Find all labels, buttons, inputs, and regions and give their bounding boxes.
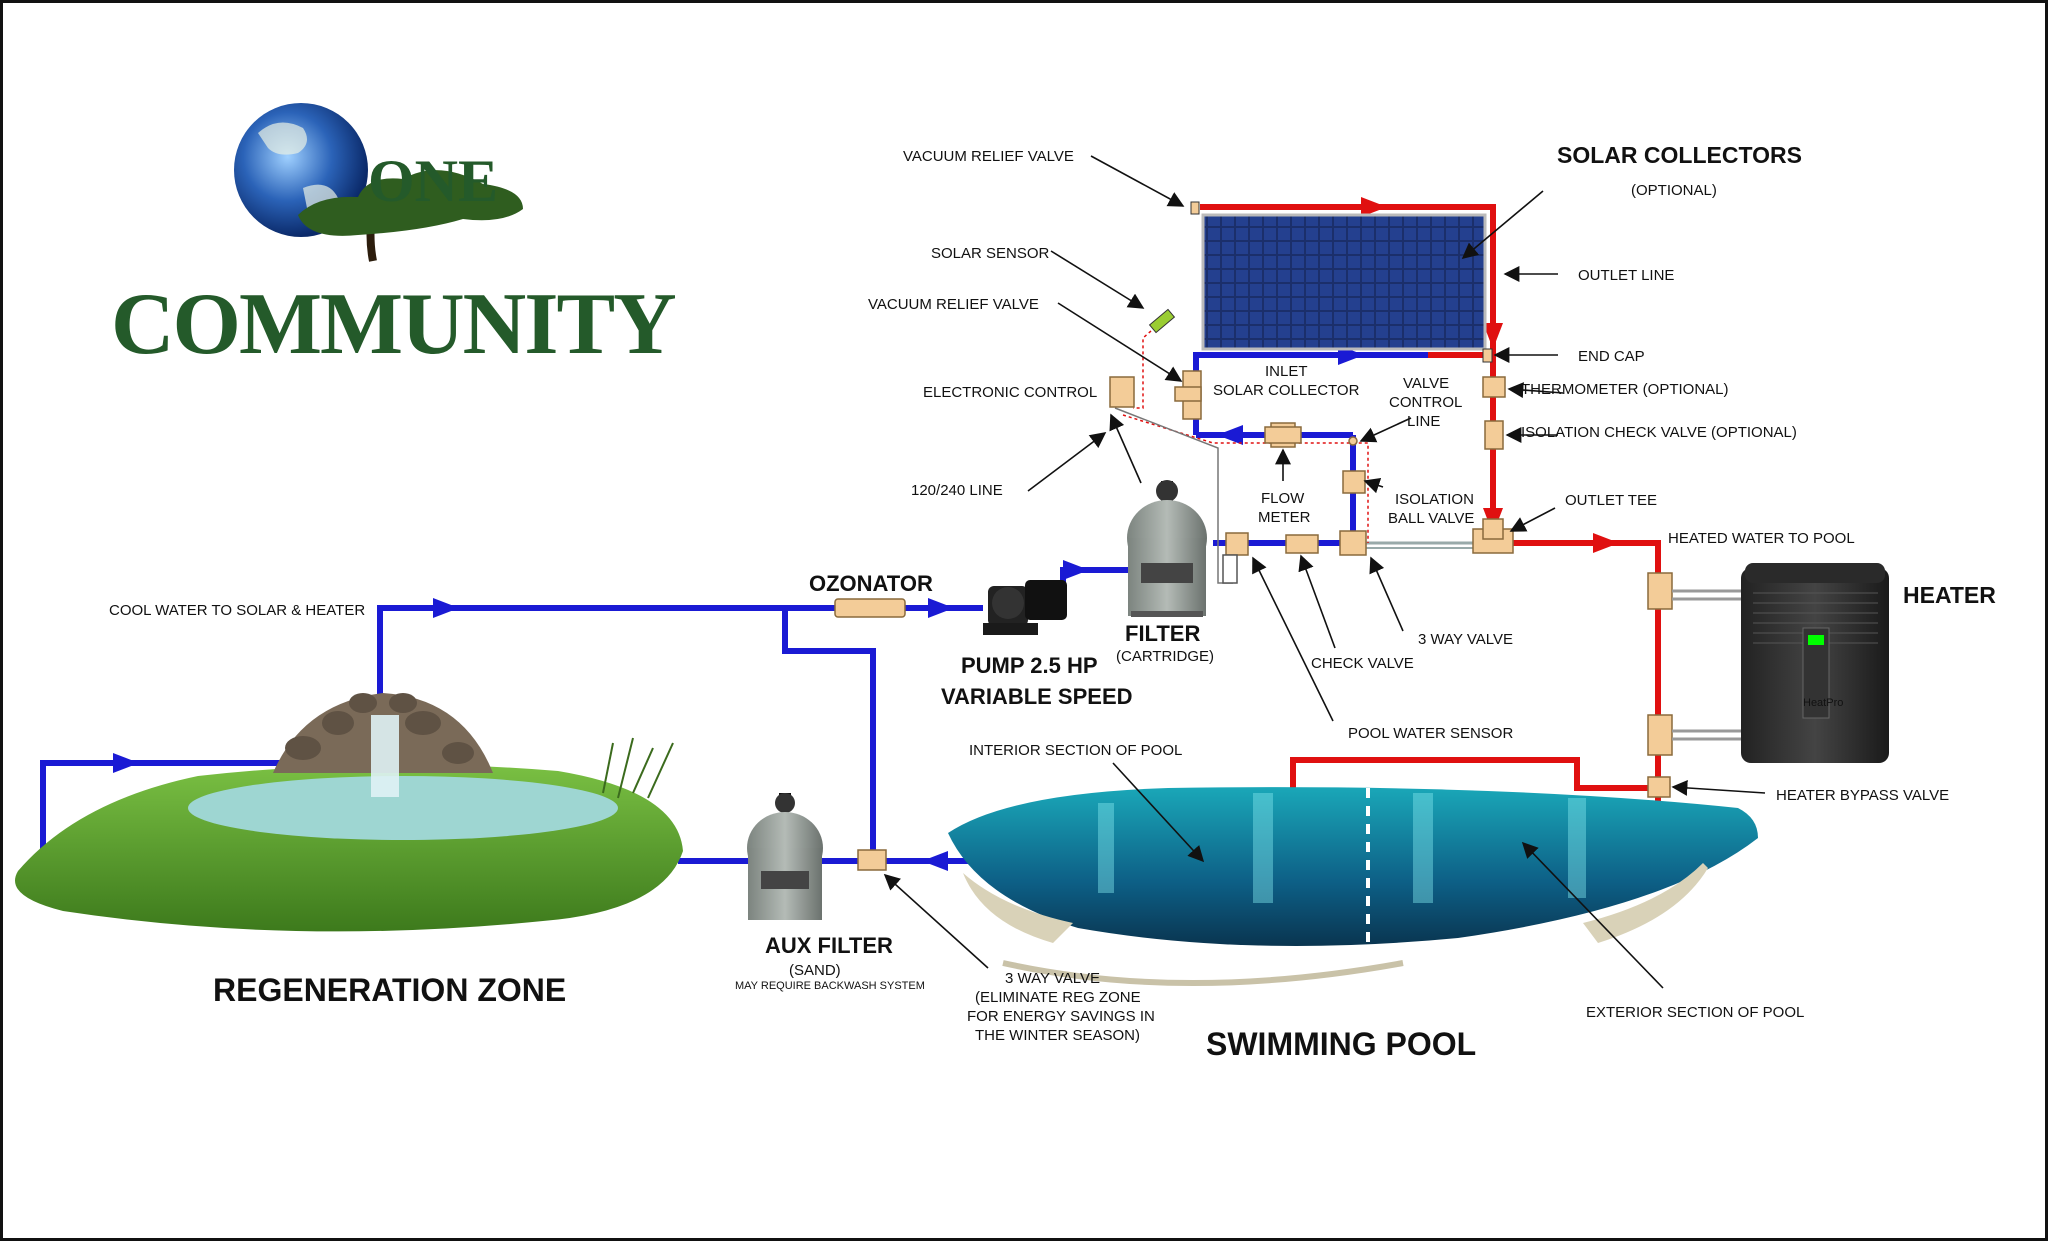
title-swimming-pool: SWIMMING POOL <box>1206 1026 1476 1062</box>
title-filter: FILTER <box>1125 621 1200 646</box>
diagram-canvas: ONE COMMUNITY <box>15 103 1996 1062</box>
label-inlet-2: SOLAR COLLECTOR <box>1213 382 1360 399</box>
heater-inlet-tee <box>1647 572 1673 610</box>
heater-outlet-tee <box>1647 714 1673 756</box>
electronic-control-box <box>1109 376 1135 408</box>
swimming-pool <box>948 787 1758 986</box>
label-aux-backwash: MAY REQUIRE BACKWASH SYSTEM <box>735 980 925 992</box>
title-heater: HEATER <box>1903 582 1996 608</box>
label-solar-sensor: SOLAR SENSOR <box>931 245 1050 262</box>
fittings <box>834 370 1673 871</box>
waterfall <box>371 715 399 797</box>
label-vacuum-relief-top: VACUUM RELIEF VALVE <box>903 148 1074 165</box>
vacuum-relief-valve-top <box>1190 201 1200 215</box>
label-valve-control-3: LINE <box>1407 413 1440 430</box>
end-cap <box>1482 348 1493 363</box>
one-community-logo: ONE COMMUNITY <box>111 103 677 373</box>
label-120-240-line: 120/240 LINE <box>911 482 1003 499</box>
pump <box>983 580 1067 635</box>
label-cool-water: COOL WATER TO SOLAR & HEATER <box>109 602 365 619</box>
labels: VACUUM RELIEF VALVE SOLAR SENSOR VACUUM … <box>109 142 1996 1062</box>
solar-collector-panel <box>1201 213 1487 351</box>
label-three-way-bottom-1: 3 WAY VALVE <box>1005 970 1100 987</box>
label-isolation-ball-2: BALL VALVE <box>1388 510 1474 527</box>
cartridge-filter <box>1127 480 1207 617</box>
title-aux-filter: AUX FILTER <box>765 933 893 958</box>
label-three-way-bottom-4: THE WINTER SEASON) <box>975 1027 1140 1044</box>
label-valve-control-2: CONTROL <box>1389 394 1462 411</box>
tree-canopy-icon <box>298 170 523 236</box>
three-way-valve-bottom <box>857 849 887 871</box>
label-filter-cartridge: (CARTRIDGE) <box>1116 648 1214 665</box>
label-flow-meter-2: METER <box>1258 509 1311 526</box>
label-flow-meter-1: FLOW <box>1261 490 1305 507</box>
label-check-valve: CHECK VALVE <box>1311 655 1414 672</box>
label-three-way-bottom-3: FOR ENERGY SAVINGS IN <box>967 1008 1155 1025</box>
heater-connections <box>1672 589 1743 741</box>
regeneration-zone-pond <box>15 693 683 932</box>
label-isolation-check: ISOLATION CHECK VALVE (OPTIONAL) <box>1521 424 1797 441</box>
label-solar-optional: (OPTIONAL) <box>1631 182 1717 199</box>
leader-lines <box>883 155 1766 989</box>
title-pump-1: PUMP 2.5 HP <box>961 653 1098 678</box>
ozonator <box>834 598 906 618</box>
three-way-valve-top <box>1339 530 1367 556</box>
heater-bypass-valve <box>1647 776 1671 798</box>
solar-sensor <box>1148 308 1176 334</box>
label-interior-section: INTERIOR SECTION OF POOL <box>969 742 1182 759</box>
valve-control-line-node <box>1348 436 1358 446</box>
isolation-ball-valve <box>1342 470 1366 494</box>
label-three-way-top: 3 WAY VALVE <box>1418 631 1513 648</box>
isolation-check-valve <box>1484 420 1504 450</box>
label-thermometer: THERMOMETER (OPTIONAL) <box>1521 381 1729 398</box>
logo-line2: COMMUNITY <box>111 276 675 373</box>
label-pool-water-sensor: POOL WATER SENSOR <box>1348 725 1513 742</box>
thermometer <box>1482 376 1506 398</box>
label-three-way-bottom-2: (ELIMINATE REG ZONE <box>975 989 1141 1006</box>
label-outlet-tee: OUTLET TEE <box>1565 492 1657 509</box>
heater-brand: HeatPro <box>1803 697 1843 709</box>
label-isolation-ball-1: ISOLATION <box>1395 491 1474 508</box>
pool-water-sensor <box>1225 532 1249 556</box>
label-valve-control-1: VALVE <box>1403 375 1449 392</box>
label-exterior-section: EXTERIOR SECTION OF POOL <box>1586 1004 1804 1021</box>
label-end-cap: END CAP <box>1578 348 1645 365</box>
title-ozonator: OZONATOR <box>809 571 933 596</box>
label-heated-water: HEATED WATER TO POOL <box>1668 530 1855 547</box>
label-vacuum-relief-2: VACUUM RELIEF VALVE <box>868 296 1039 313</box>
title-pump-2: VARIABLE SPEED <box>941 684 1133 709</box>
title-regeneration-zone: REGENERATION ZONE <box>213 972 566 1008</box>
heat-pump-heater: HeatPro <box>1741 563 1889 763</box>
aux-sand-filter <box>747 793 823 920</box>
label-outlet-line: OUTLET LINE <box>1578 267 1674 284</box>
label-inlet-1: INLET <box>1265 363 1308 380</box>
label-electronic-control: ELECTRONIC CONTROL <box>923 384 1097 401</box>
logo-line1: ONE <box>368 148 498 214</box>
label-aux-sand: (SAND) <box>789 962 841 979</box>
label-heater-bypass: HEATER BYPASS VALVE <box>1776 787 1949 804</box>
title-solar-collectors: SOLAR COLLECTORS <box>1557 142 1802 168</box>
check-valve <box>1285 534 1319 554</box>
